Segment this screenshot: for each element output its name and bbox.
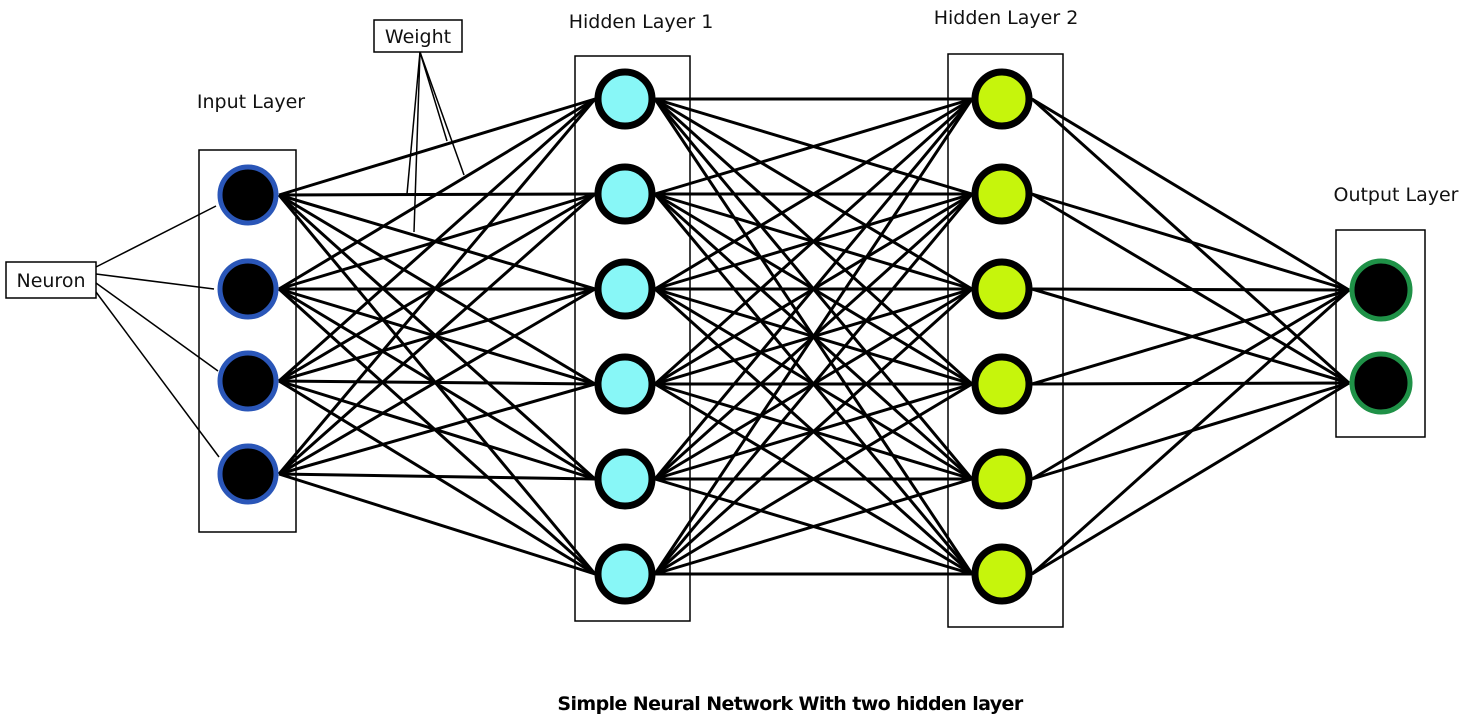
neurons [217, 68, 1413, 605]
weight-edge [654, 382, 973, 576]
weight-edge [278, 97, 596, 197]
hidden-layer-2-neuron [971, 353, 1033, 415]
weight-edge [1031, 288, 1350, 481]
neuron-label: Neuron [16, 270, 85, 292]
weight-edge [1030, 288, 1351, 576]
weight-edge [278, 472, 596, 576]
output-layer-title: Output Layer [1333, 184, 1458, 206]
weight-edge [278, 382, 596, 476]
weight-edge [1031, 287, 1350, 292]
hidden-layer-2-box [947, 53, 1064, 628]
input-layer-neuron [217, 350, 279, 412]
weight-edge [1031, 97, 1350, 292]
weight-annotation: Weight [373, 19, 465, 233]
hidden-layer-2-neuron [971, 543, 1033, 605]
output-layer-neuron [1349, 258, 1413, 322]
hidden-layer-1-title: Hidden Layer 1 [569, 11, 714, 33]
output-layer-neuron [1349, 351, 1413, 415]
weight-edge [654, 97, 973, 291]
input-layer-box [198, 149, 297, 533]
weight-edge [278, 97, 596, 383]
hidden-layer-1-box [574, 55, 691, 622]
weight-edge [1031, 288, 1350, 386]
weight-edge [278, 97, 596, 291]
input-layer-neuron [217, 258, 279, 320]
weight-edge [278, 287, 596, 476]
weight-edge [653, 193, 974, 575]
output-layer-box [1335, 229, 1426, 438]
hidden-layer-1-neuron [594, 543, 656, 605]
hidden-layer-1-neuron [594, 163, 656, 225]
input-layer-neuron [217, 164, 279, 226]
weight-edge [654, 97, 973, 196]
weight-label: Weight [385, 26, 451, 48]
hidden-layer-1-neuron [594, 68, 656, 130]
hidden-layer-2-neuron [971, 258, 1033, 320]
weight-edge [653, 97, 974, 386]
weight-edge [654, 477, 973, 576]
hidden-layer-2-neuron [971, 448, 1033, 510]
weight-edge [277, 98, 597, 475]
weight-edge [1031, 192, 1350, 292]
weight-edge [278, 472, 596, 481]
weight-edge [653, 287, 974, 576]
hidden-layer-1-neuron [594, 353, 656, 415]
weight-edge [278, 192, 596, 476]
hidden-layer-1-neuron [594, 448, 656, 510]
hidden-layer-2-neuron [971, 68, 1033, 130]
hidden-layer-1-neuron [594, 258, 656, 320]
neuron-annotation: Neuron [5, 205, 220, 458]
diagram-caption: Simple Neural Network With two hidden la… [557, 693, 1023, 715]
weight-edge [1031, 381, 1350, 576]
input-layer-title: Input Layer [197, 91, 305, 113]
weight-edge [653, 98, 974, 575]
weight-edge [653, 98, 974, 480]
hidden-layer-2-neuron [971, 163, 1033, 225]
hidden-layer-2-title: Hidden Layer 2 [934, 7, 1079, 29]
weight-connections [277, 97, 1351, 576]
input-layer-neuron [217, 443, 279, 505]
